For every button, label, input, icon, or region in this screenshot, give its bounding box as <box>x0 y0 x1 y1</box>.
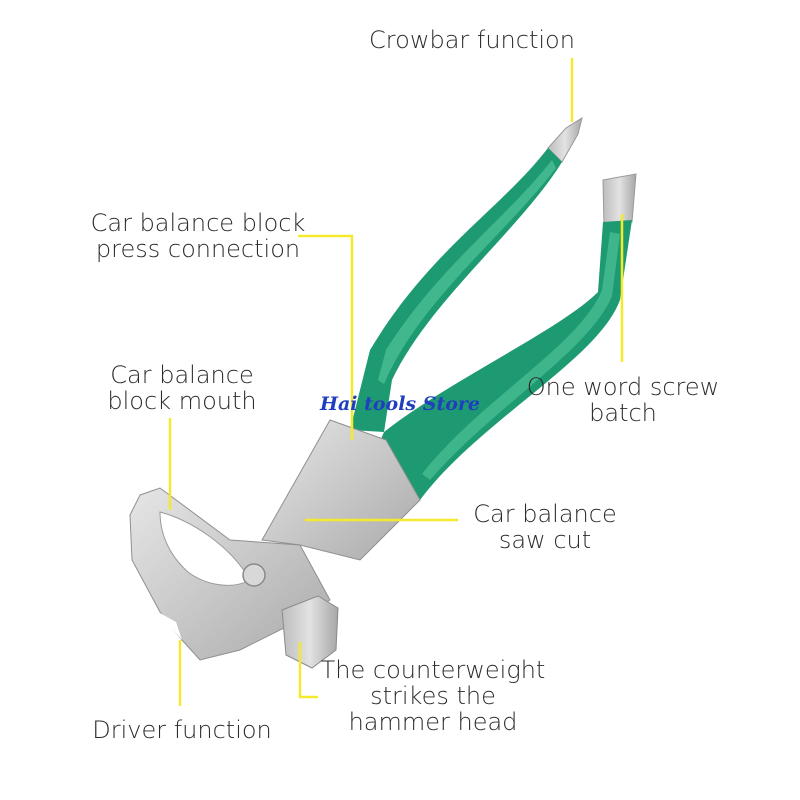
leader-hammer <box>298 642 318 699</box>
pliers-neck <box>261 419 421 561</box>
label-driver-function: Driver function <box>80 717 284 743</box>
mouth-slot <box>159 511 251 586</box>
label-line: Car balance <box>473 500 617 528</box>
label-line: saw cut <box>498 526 592 554</box>
label-line: block mouth <box>107 387 257 415</box>
pivot-rivet <box>242 563 266 587</box>
label-line: Driver function <box>92 716 272 744</box>
label-crowbar-function: Crowbar function <box>352 27 592 53</box>
label-line: The counterweight <box>320 656 546 684</box>
label-line: Car balance block <box>90 209 306 237</box>
hammer-head <box>281 595 339 669</box>
leader-lines <box>168 58 624 706</box>
screwdriver-tip <box>602 173 637 227</box>
label-line: batch <box>589 399 657 427</box>
label-line: hammer head <box>348 708 518 736</box>
left-handle-shine <box>378 160 556 384</box>
right-handle-grip <box>372 220 632 500</box>
label-line: strikes the <box>370 682 496 710</box>
label-line: One word screw <box>526 373 720 401</box>
right-handle-shine <box>422 232 620 480</box>
driver-notch <box>158 612 182 640</box>
leader-press <box>298 234 354 440</box>
label-line: Crowbar function <box>369 26 575 54</box>
label-line: press connection <box>95 235 301 263</box>
crowbar-tip <box>547 116 583 163</box>
label-line: Car balance <box>110 361 254 389</box>
store-watermark: Hai tools Store <box>320 393 481 415</box>
